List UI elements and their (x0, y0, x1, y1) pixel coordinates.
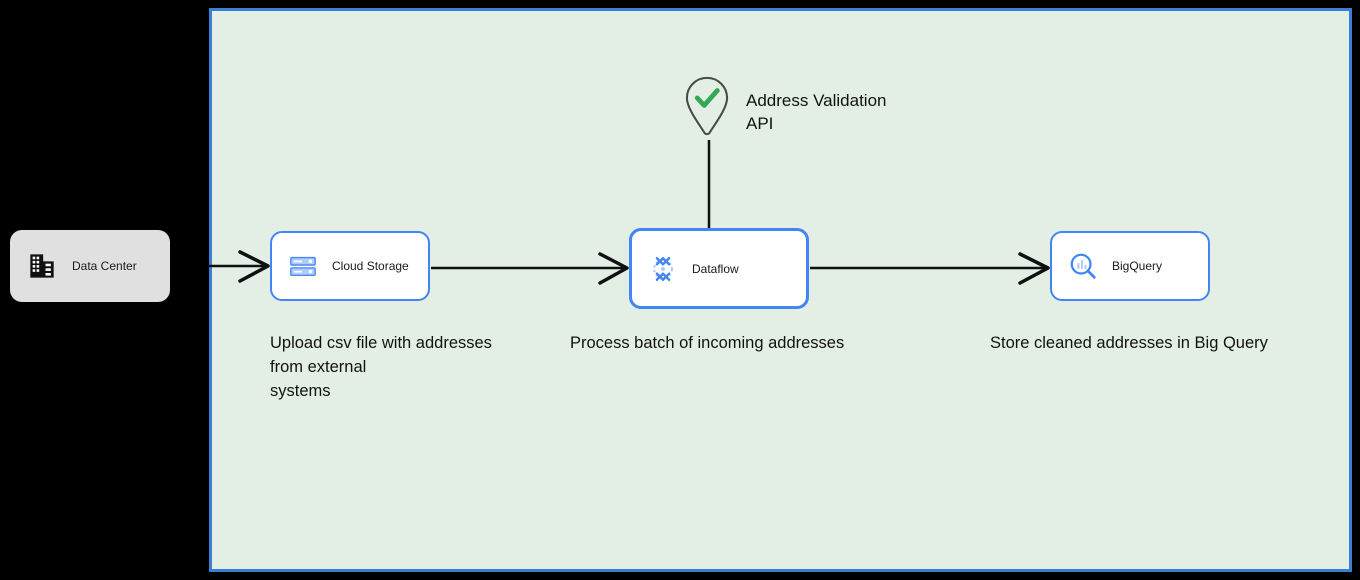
bigquery-icon (1070, 253, 1096, 279)
node-bigquery-label: BigQuery (1112, 259, 1163, 273)
map-pin-check-icon (685, 76, 729, 136)
caption-cloud-storage: Upload csv file with addresses from exte… (270, 334, 492, 400)
node-cloud-storage-label: Cloud Storage (332, 259, 409, 273)
dataflow-icon (653, 256, 673, 281)
cloud-storage-icon (290, 256, 316, 277)
address-validation-api-label: Address Validation API (746, 91, 887, 133)
node-bigquery[interactable]: BigQuery (1050, 231, 1210, 301)
caption-dataflow: Process batch of incoming addresses (570, 334, 845, 352)
node-dataflow[interactable]: Dataflow (629, 228, 809, 309)
data-center-building-icon (30, 254, 54, 278)
data-center-node[interactable]: Data Center (10, 230, 170, 302)
caption-bigquery: Store cleaned addresses in Big Query (990, 334, 1268, 352)
node-dataflow-label: Dataflow (692, 261, 739, 276)
data-center-label: Data Center (72, 259, 137, 273)
node-cloud-storage[interactable]: Cloud Storage (270, 231, 430, 301)
address-validation-api-node[interactable]: Address Validation API (684, 75, 887, 137)
